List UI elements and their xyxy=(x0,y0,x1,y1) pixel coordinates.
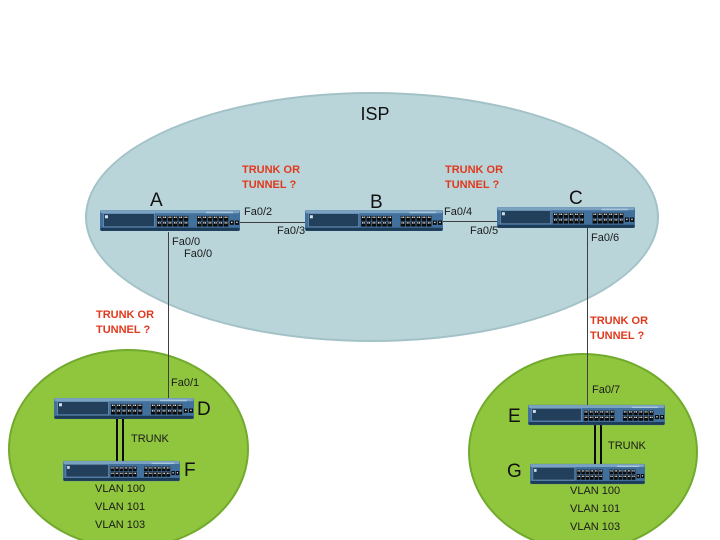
isp-label: ISP xyxy=(360,104,390,124)
link-b-c xyxy=(443,221,497,222)
port-label-fa0-3: Fa0/3 xyxy=(277,225,306,237)
trunk-label-right: TRUNK xyxy=(608,440,646,452)
warning-line1: TRUNK OR xyxy=(445,164,504,176)
switch-e xyxy=(528,404,665,426)
warning-label-mid-right: TRUNK OR TUNNEL ? xyxy=(590,314,648,344)
warning-line2: TUNNEL ? xyxy=(96,324,151,336)
port-label-fa0-0-first: Fa0/0 xyxy=(172,236,201,248)
warning-line1: TRUNK OR xyxy=(590,315,649,327)
switch-d-letter: D xyxy=(197,399,211,420)
switch-b xyxy=(305,209,443,232)
vlan-item: VLAN 103 xyxy=(95,519,146,531)
vlan-item: VLAN 100 xyxy=(570,485,621,497)
warning-label-mid-left: TRUNK OR TUNNEL ? xyxy=(96,308,154,338)
vlan-item: VLAN 103 xyxy=(570,521,621,533)
warning-label-top-right: TRUNK OR TUNNEL ? xyxy=(445,163,503,193)
port-label-fa0-7: Fa0/7 xyxy=(592,384,621,396)
vlan-list-left: VLAN 100 VLAN 101 VLAN 103 xyxy=(95,484,145,538)
switch-a xyxy=(100,209,240,232)
switch-c xyxy=(497,206,635,229)
site-right-ellipse xyxy=(468,353,698,540)
link-a-d xyxy=(168,232,169,400)
site-left-ellipse xyxy=(8,349,249,540)
port-label-fa0-6: Fa0/6 xyxy=(591,232,620,244)
switch-e-letter: E xyxy=(508,406,521,427)
port-label-fa0-5: Fa0/5 xyxy=(470,225,499,237)
switch-d xyxy=(54,397,194,420)
vlan-item: VLAN 101 xyxy=(570,503,621,515)
warning-label-top-left: TRUNK OR TUNNEL ? xyxy=(242,163,300,193)
warning-line1: TRUNK OR xyxy=(96,309,155,321)
trunk-label-left: TRUNK xyxy=(131,433,169,445)
warning-line1: TRUNK OR xyxy=(242,164,301,176)
vlan-item: VLAN 100 xyxy=(95,483,146,495)
link-a-b xyxy=(240,222,305,223)
switch-b-letter: B xyxy=(370,192,383,213)
port-label-fa0-0-second: Fa0/0 xyxy=(184,248,213,260)
port-label-fa0-4: Fa0/4 xyxy=(444,206,473,218)
switch-a-letter: A xyxy=(150,190,163,211)
switch-g xyxy=(530,463,645,485)
switch-c-letter: C xyxy=(569,188,583,209)
switch-g-letter: G xyxy=(507,461,522,482)
trunk-link-d-f xyxy=(116,417,124,463)
switch-f xyxy=(63,460,180,482)
port-label-fa0-2: Fa0/2 xyxy=(244,206,273,218)
trunk-link-e-g xyxy=(594,423,602,466)
vlan-item: VLAN 101 xyxy=(95,501,146,513)
link-c-e xyxy=(587,228,588,407)
warning-line2: TUNNEL ? xyxy=(445,179,500,191)
port-label-fa0-1: Fa0/1 xyxy=(171,377,200,389)
warning-line2: TUNNEL ? xyxy=(242,179,297,191)
switch-f-letter: F xyxy=(184,460,196,481)
warning-line2: TUNNEL ? xyxy=(590,330,645,342)
vlan-list-right: VLAN 100 VLAN 101 VLAN 103 xyxy=(570,486,620,540)
